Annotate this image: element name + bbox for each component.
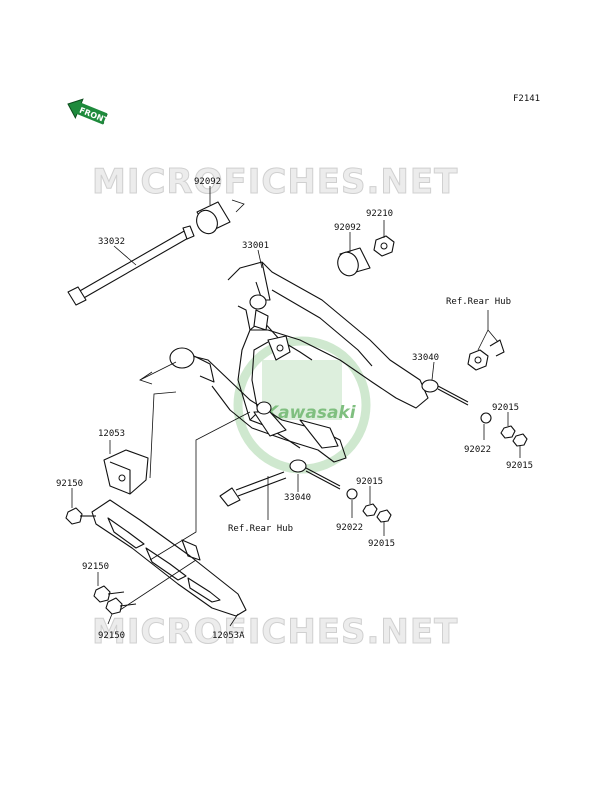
label-92015-r1: 92015 <box>492 403 519 413</box>
chain-guide-clamp <box>103 449 149 495</box>
label-92150-b: 92150 <box>82 562 109 572</box>
label-92022-right: 92022 <box>464 445 491 455</box>
label-33032: 33032 <box>98 237 125 247</box>
part-labels: 92092 33032 33001 92092 92210 Ref.Rear H… <box>56 177 533 641</box>
chain-guide <box>91 499 247 617</box>
hub-nut-right <box>467 339 505 371</box>
direction-arrow-icon <box>139 199 245 385</box>
label-33001: 33001 <box>242 241 269 251</box>
label-12053: 12053 <box>98 429 125 439</box>
washer-nut-lower <box>346 488 392 523</box>
label-92092-mid: 92092 <box>334 223 361 233</box>
label-33040-lower: 33040 <box>284 493 311 503</box>
pivot-shaft <box>67 225 195 306</box>
logo-text: Kawasaki <box>265 403 357 423</box>
washer-nut-right <box>480 412 528 447</box>
swingarm <box>169 261 429 463</box>
label-92015-r2: 92015 <box>506 461 533 471</box>
label-92150-c: 92150 <box>98 631 125 641</box>
leader-lines <box>71 186 521 627</box>
chain-adjuster-lower <box>219 459 341 507</box>
label-92210: 92210 <box>366 209 393 219</box>
label-92015-l1: 92015 <box>356 477 383 487</box>
front-arrow-icon: FRONT <box>67 98 110 126</box>
label-92022-lower: 92022 <box>336 523 363 533</box>
label-33040-right: 33040 <box>412 353 439 363</box>
bolt-92150-a <box>65 507 96 525</box>
watermark-bottom: MICROFICHES.NET <box>92 612 458 652</box>
watermark-top: MICROFICHES.NET <box>92 162 458 202</box>
label-92150-a: 92150 <box>56 479 83 489</box>
figure-code: F2141 <box>513 94 540 104</box>
bushing-top <box>196 201 231 235</box>
bushing-mid <box>337 247 371 277</box>
label-ref-rear-hub-lower: Ref.Rear Hub <box>228 524 293 534</box>
chain-adjuster-right <box>421 379 469 406</box>
bolt-92150-b <box>93 585 125 603</box>
label-92092-top: 92092 <box>194 177 221 187</box>
label-ref-rear-hub-right: Ref.Rear Hub <box>446 297 511 307</box>
label-12053A: 12053A <box>212 631 245 641</box>
label-92015-l2: 92015 <box>368 539 395 549</box>
nut-92210 <box>373 235 395 257</box>
